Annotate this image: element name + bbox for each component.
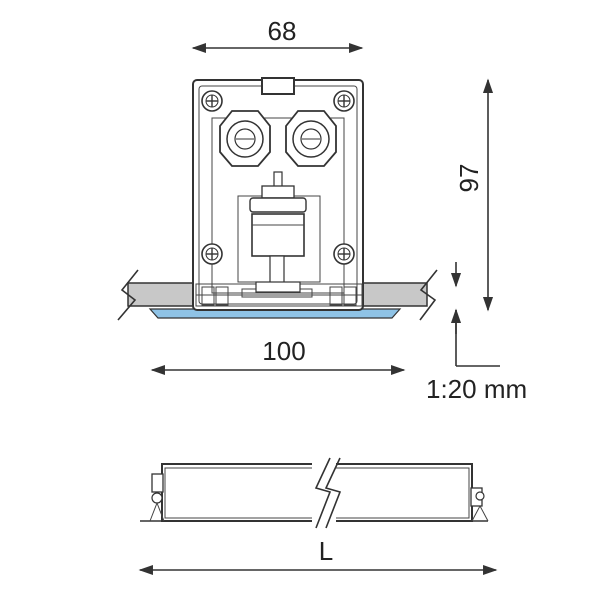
dimension-top-width: 68 [191,16,364,54]
screw-icon [201,243,223,265]
cable-gland-icon [219,110,271,167]
dimension-height-label: 97 [454,164,484,193]
break-line [312,457,342,529]
screw-icon [333,243,355,265]
dimension-top-width-label: 68 [268,16,297,46]
central-mechanism [237,171,321,293]
cable-gland-icon [285,110,337,167]
cross-section-view: 68 [117,16,527,404]
dimension-length-label: L [319,536,333,566]
dimension-height: 97 [454,78,494,312]
screw-icon [201,90,223,112]
flange-thickness-indicator [450,262,500,367]
floor-slab-left [127,282,196,307]
dimension-bottom-width: 100 [150,336,406,376]
dimension-length: L [138,536,498,576]
scale-label: 1:20 mm [426,374,527,404]
screw-icon [333,90,355,112]
side-elevation-view: L [138,457,498,576]
floor-slab-right [359,282,428,307]
dimension-bottom-width-label: 100 [262,336,305,366]
